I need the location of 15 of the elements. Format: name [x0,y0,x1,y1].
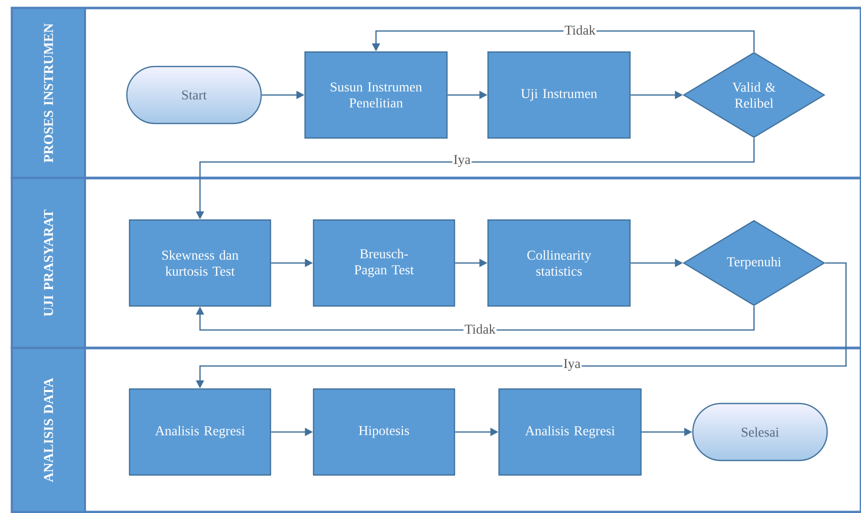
process-box: Susun Instrumen Penelitian [304,51,448,139]
terminator: Start [126,66,262,124]
terminator: Selesai [692,402,828,462]
process-box: Analisis Regresi [498,388,642,476]
process-box: Uji Instrumen [487,51,631,139]
process-box: Analisis Regresi [128,388,272,476]
process-box: Skewness dan kurtosis Test [128,219,272,307]
process-box: Collinearity statistics [487,219,631,307]
edge-label: Iya [452,154,472,168]
edge-label: Tidak [464,323,497,335]
edge-label: Tidak [564,24,596,36]
process-box: Hipotesis [312,388,456,476]
process-box: Breusch-Pagan Test [312,219,456,307]
arrow [196,306,755,331]
edge-label: Iya [562,358,582,372]
